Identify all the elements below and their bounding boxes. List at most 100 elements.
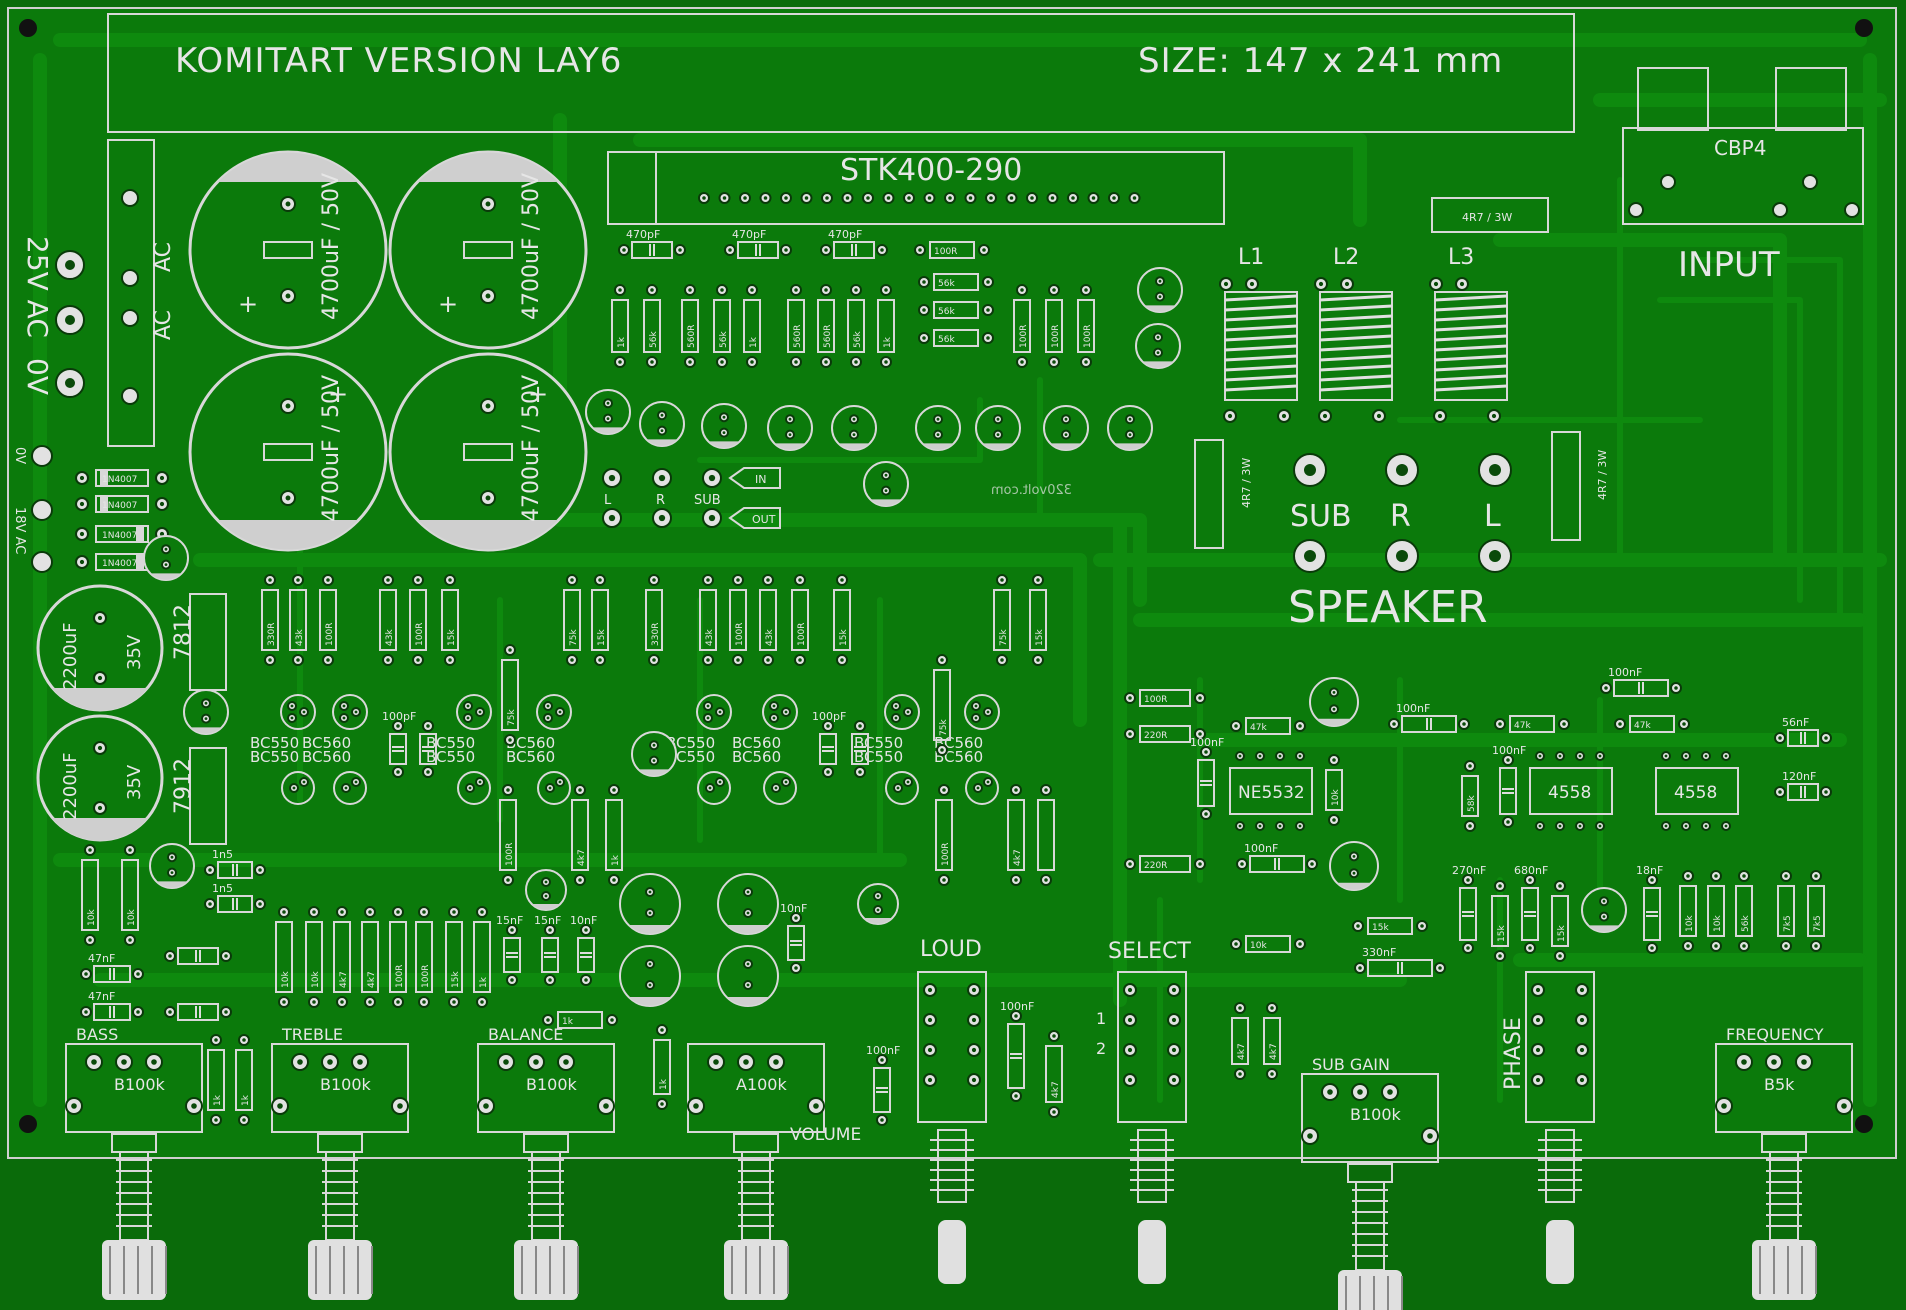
capacitor: 100pF	[812, 710, 846, 778]
switch-phase[interactable]	[1525, 971, 1595, 1284]
diode-2: 1N4007	[75, 495, 169, 513]
capacitor-4700uf-3: 4700uF / 50V+	[188, 352, 388, 552]
svg-text:56k: 56k	[853, 331, 863, 348]
electrolytic-capacitor	[1309, 677, 1359, 727]
capacitor: 10nF	[570, 914, 597, 986]
svg-text:L3: L3	[1448, 245, 1474, 270]
resistor: 10k	[1707, 870, 1725, 952]
electrolytic-capacitor	[1135, 323, 1181, 369]
svg-text:100nF: 100nF	[1190, 736, 1224, 749]
resistor: 220R	[1124, 725, 1206, 743]
svg-text:BC560: BC560	[732, 734, 781, 752]
resistor: 100R	[914, 241, 990, 259]
volume-label: VOLUME	[790, 1125, 861, 1145]
sub-small-label: SUB	[694, 493, 721, 508]
capacitor: 100nF	[1190, 736, 1224, 820]
in-label: IN	[755, 473, 766, 486]
svg-text:680nF: 680nF	[1514, 864, 1548, 877]
input-connector	[1622, 127, 1864, 225]
svg-text:BC550: BC550	[250, 748, 299, 766]
capacitor: 10nF	[780, 902, 807, 974]
svg-text:4700uF / 50V: 4700uF / 50V	[519, 173, 544, 320]
svg-text:560R: 560R	[823, 325, 833, 348]
svg-text:1k: 1k	[611, 854, 621, 866]
stk-ic-pins	[698, 192, 1141, 204]
watermark: 320volt.com	[991, 483, 1072, 498]
resistor: 4k7	[1045, 1030, 1063, 1118]
svg-text:330nF: 330nF	[1362, 946, 1396, 959]
resistor: 56k	[643, 284, 661, 368]
resistor: 15k	[445, 906, 463, 1008]
resistor: 47k	[1494, 715, 1570, 733]
electrolytic-capacitor	[639, 401, 685, 447]
resistor: 56k	[713, 284, 731, 368]
ic-4558-b	[1655, 767, 1739, 815]
resistor: 1k	[207, 1034, 225, 1126]
resistor: 15k	[1491, 880, 1509, 962]
resistor: 10k	[81, 844, 99, 946]
resistor: 43k	[289, 574, 307, 666]
svg-text:100R: 100R	[934, 247, 957, 257]
capacitor: 100nF	[866, 1044, 900, 1126]
resistor: 4k7	[571, 784, 589, 886]
svg-text:43k: 43k	[765, 629, 775, 646]
resistor: 560R	[787, 284, 805, 368]
copper-traces	[33, 33, 1887, 1107]
svg-text:+: +	[438, 290, 458, 318]
electrolytic-capacitor	[183, 689, 229, 735]
svg-text:BC560: BC560	[302, 748, 351, 766]
svg-text:100nF: 100nF	[1000, 1000, 1034, 1013]
svg-text:B100k: B100k	[114, 1075, 166, 1094]
svg-text:A100k: A100k	[736, 1075, 787, 1094]
svg-text:100R: 100R	[1051, 325, 1061, 348]
svg-text:47nF: 47nF	[88, 990, 115, 1003]
svg-text:10k: 10k	[1685, 915, 1695, 932]
electrolytic-capacitor	[831, 405, 877, 451]
svg-text:1k: 1k	[617, 336, 627, 348]
svg-text:470pF: 470pF	[828, 228, 862, 241]
capacitor: 470pF	[724, 228, 792, 259]
resistor: 100R	[935, 784, 953, 886]
l-small-label: L	[604, 493, 612, 508]
svg-text:7k5: 7k5	[1783, 915, 1793, 932]
4558b-label: 4558	[1674, 783, 1717, 803]
electrolytic-capacitor	[975, 405, 1021, 451]
svg-text:75k: 75k	[507, 709, 517, 726]
svg-text:100R: 100R	[505, 843, 515, 866]
ov-label: 0V	[21, 358, 54, 395]
resistor: 56k	[918, 273, 994, 291]
switch-loud[interactable]	[917, 971, 987, 1284]
r4r7-top-label: 4R7 / 3W	[1462, 211, 1512, 224]
switch-select[interactable]	[1117, 971, 1187, 1284]
svg-text:15k: 15k	[1557, 925, 1567, 942]
resistor: 100R	[729, 574, 747, 666]
svg-text:18nF: 18nF	[1636, 864, 1663, 877]
resistor: 10k	[1679, 870, 1697, 952]
resistor: 47k	[1614, 715, 1690, 733]
capacitor: 1n5	[204, 848, 266, 879]
pot-volume[interactable]: A100k	[687, 1043, 825, 1300]
resistor: 15k	[1352, 917, 1428, 935]
svg-text:SUB GAIN: SUB GAIN	[1312, 1055, 1390, 1074]
svg-text:35V: 35V	[124, 764, 145, 800]
svg-text:100pF: 100pF	[382, 710, 416, 723]
svg-text:15nF: 15nF	[496, 914, 523, 927]
resistor: 1k	[473, 906, 491, 1008]
svg-text:L1: L1	[1238, 245, 1264, 270]
electrolytic-capacitor	[149, 843, 195, 889]
capacitor: 56nF	[1774, 716, 1832, 747]
